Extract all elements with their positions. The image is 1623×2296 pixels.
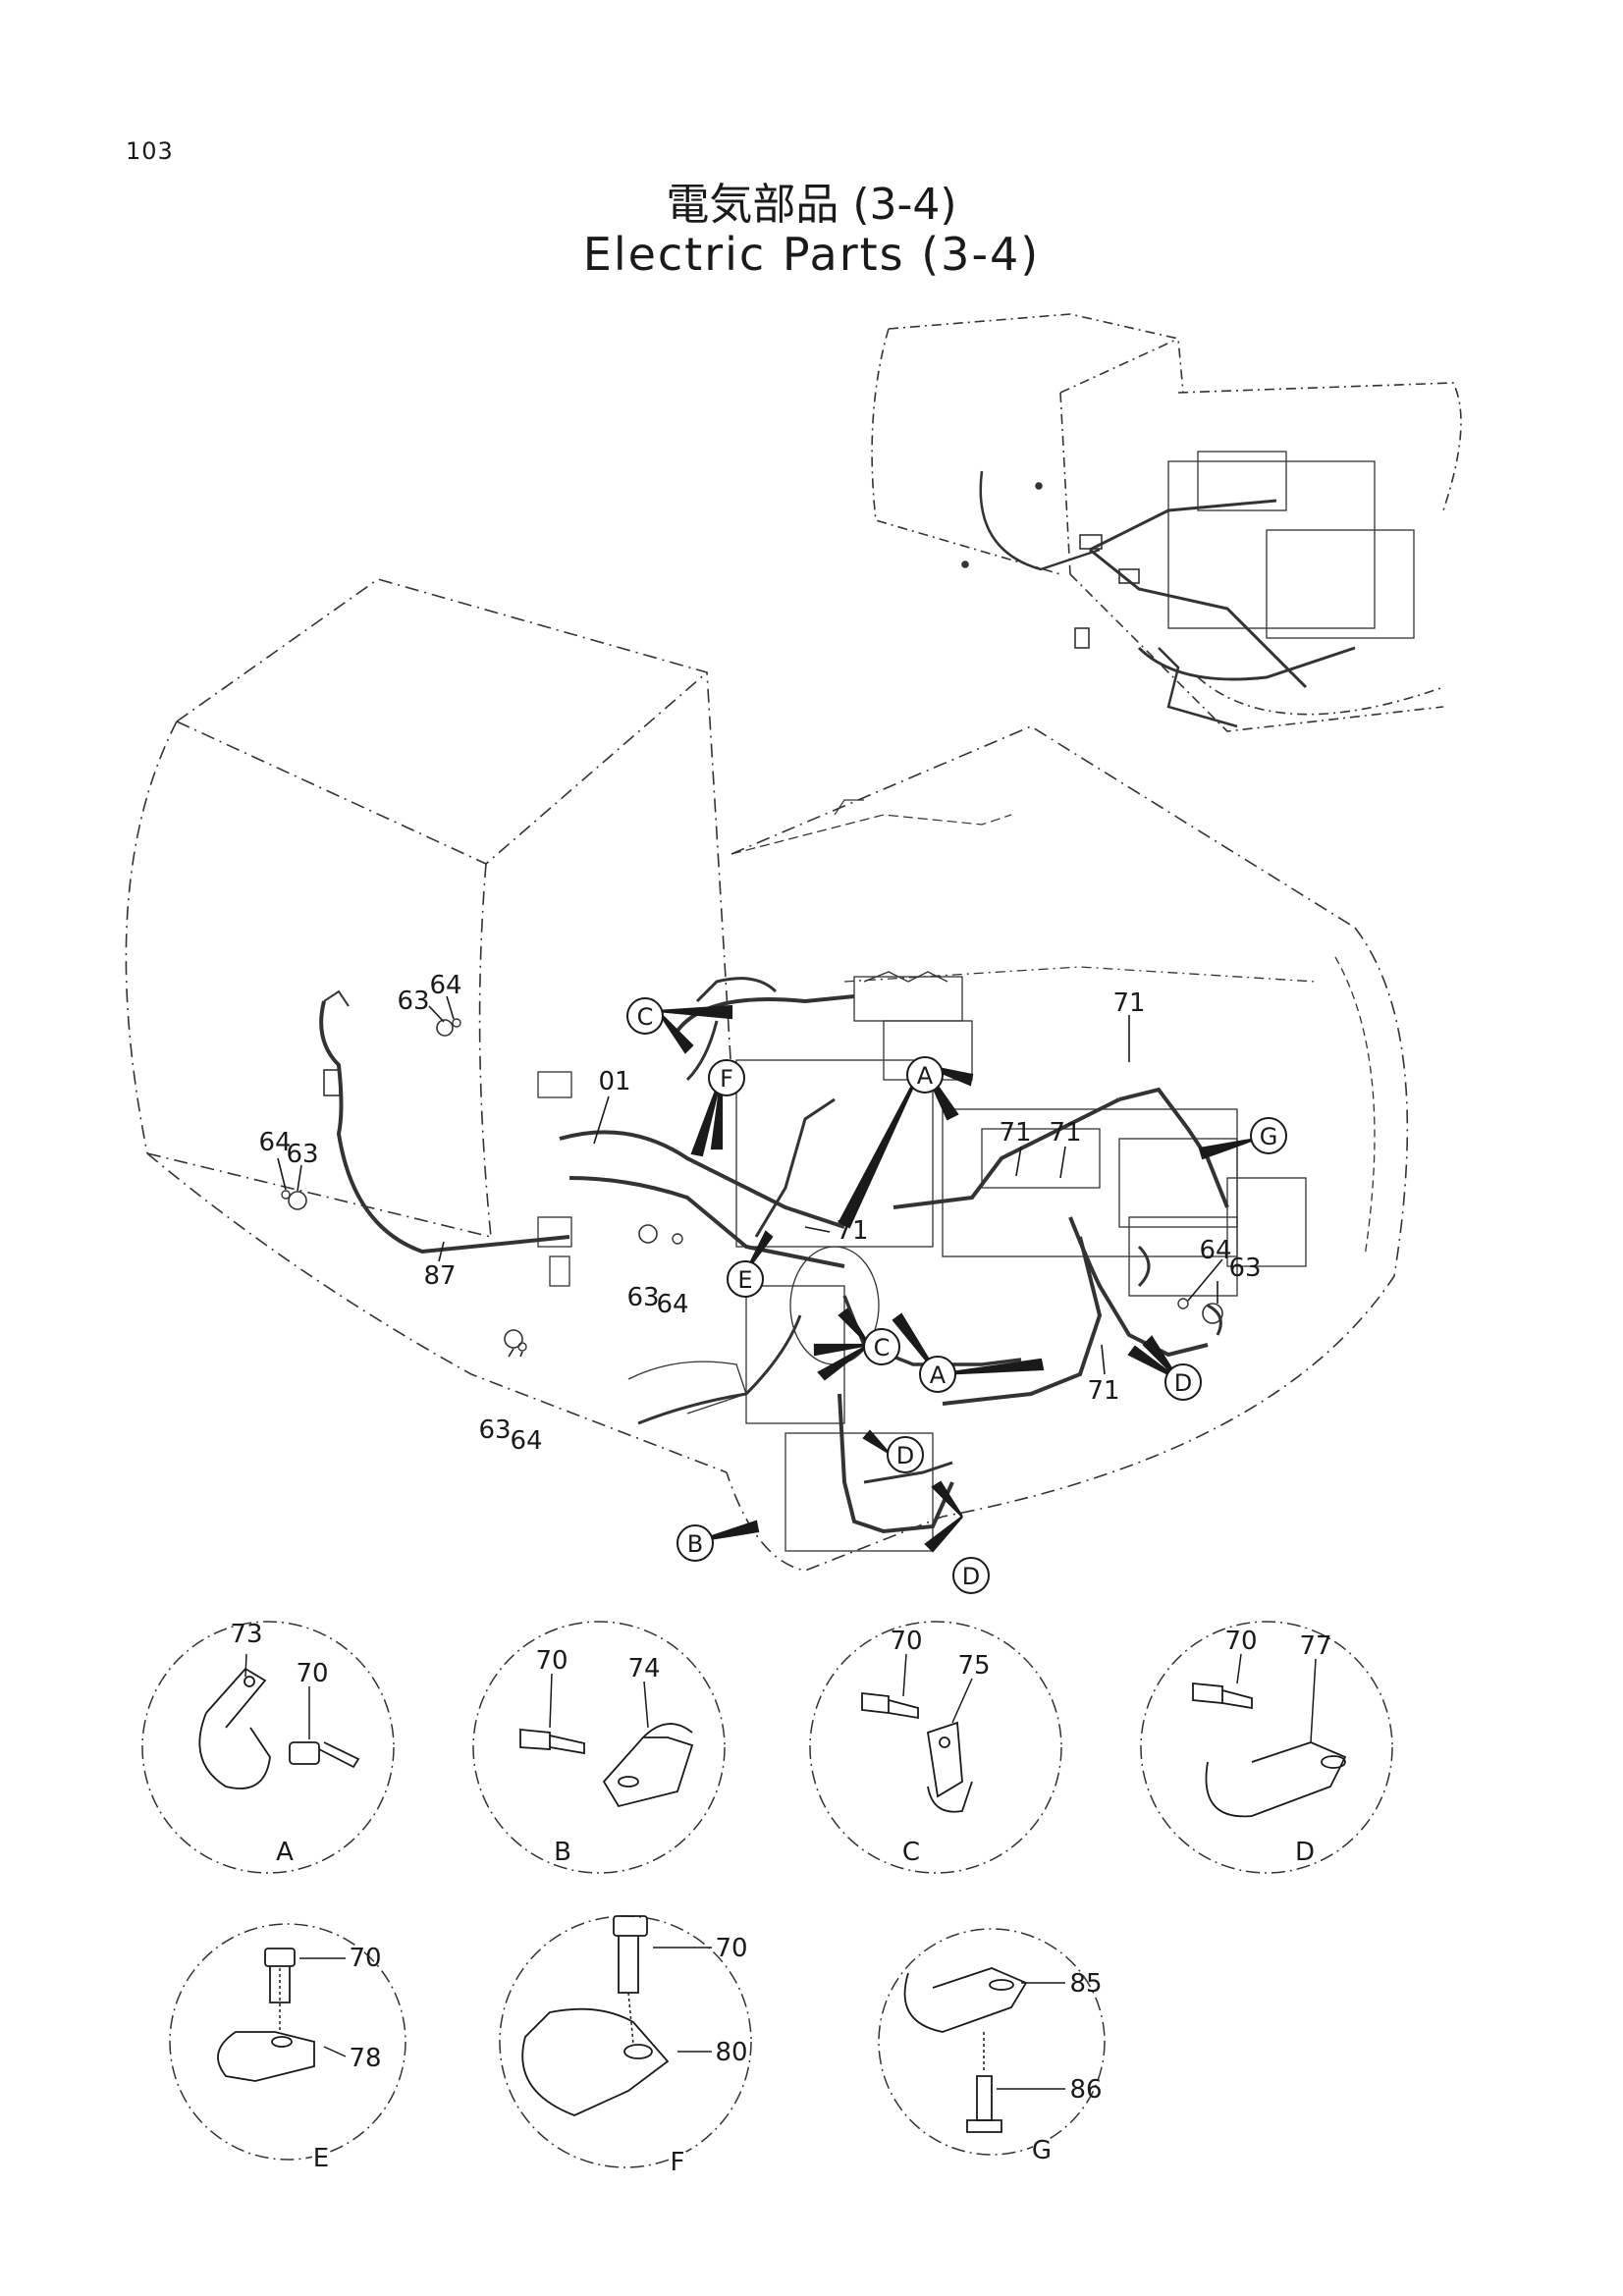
detail-g-part-86: 86: [1069, 2075, 1102, 2105]
detail-label-b: B: [554, 1838, 571, 1867]
detail-label-c: C: [902, 1838, 920, 1867]
callout-letters: C F A G E C A D D B D: [637, 1003, 1278, 1590]
detail-label-g: G: [1032, 2136, 1052, 2165]
part-71: 71: [1049, 1118, 1081, 1148]
detail-c-part-75: 75: [957, 1651, 990, 1681]
part-01: 01: [598, 1067, 630, 1096]
detail-leaders: [244, 1653, 1317, 2090]
part-64: 64: [656, 1290, 688, 1319]
detail-part-numbers: 73 70 70 74 70 75 70 77 70 78 70 80 85 8…: [230, 1620, 1331, 2105]
detail-a-part-73: 73: [230, 1620, 262, 1649]
main-machine-view: [125, 578, 1409, 1572]
callout-f: F: [720, 1065, 733, 1093]
callout-d-middle: D: [896, 1442, 914, 1469]
callout-c-top: C: [637, 1003, 654, 1031]
page-title-japanese: 電気部品 (3-4): [666, 180, 957, 230]
inset-machine-view: [871, 313, 1462, 732]
detail-label-e: E: [313, 2144, 329, 2173]
part-71: 71: [999, 1118, 1031, 1148]
part-63: 63: [478, 1415, 511, 1445]
detail-letters: A B C D E F G: [275, 1838, 1315, 2177]
part-leaders: [277, 995, 1223, 1375]
part-71: 71: [836, 1216, 868, 1246]
part-64: 64: [1199, 1236, 1231, 1265]
part-63: 63: [1228, 1254, 1261, 1283]
part-64: 64: [429, 971, 461, 1000]
callout-d-bottom: D: [962, 1563, 980, 1590]
detail-f-part-80: 80: [715, 2038, 747, 2067]
page-title-english: Electric Parts (3-4): [582, 228, 1041, 281]
part-63: 63: [397, 987, 429, 1016]
part-71: 71: [1112, 988, 1145, 1018]
callout-c-lower: C: [874, 1334, 891, 1362]
leader-lines: [657, 1004, 1258, 1553]
detail-circles: [141, 1621, 1393, 2168]
detail-g-part-85: 85: [1069, 1969, 1102, 1999]
callout-g: G: [1260, 1123, 1278, 1150]
callout-circles: [626, 997, 1287, 1594]
detail-a-part-70: 70: [296, 1659, 328, 1688]
detail-d-part-77: 77: [1299, 1631, 1331, 1661]
detail-f-part-70: 70: [715, 1934, 747, 1963]
part-63: 63: [626, 1283, 659, 1312]
part-number-labels: 63 64 64 63 01 63 64 87 63 64 71 71 71 7…: [258, 971, 1261, 1456]
page-number: 103: [126, 137, 174, 165]
callout-e: E: [737, 1266, 752, 1294]
callout-b: B: [687, 1530, 703, 1558]
part-71: 71: [1087, 1376, 1119, 1406]
part-87: 87: [423, 1261, 456, 1291]
detail-part-drawings: [198, 1667, 1347, 2133]
detail-label-d: D: [1295, 1838, 1315, 1867]
detail-d-part-70: 70: [1224, 1627, 1257, 1656]
detail-label-f: F: [671, 2148, 685, 2177]
part-63: 63: [286, 1140, 318, 1169]
callout-a-top: A: [917, 1062, 934, 1090]
detail-e-part-70: 70: [349, 1944, 381, 1973]
detail-c-part-70: 70: [890, 1627, 922, 1656]
detail-label-a: A: [276, 1838, 294, 1867]
callout-a-lower: A: [930, 1362, 947, 1389]
callout-d-right: D: [1174, 1369, 1192, 1397]
detail-b-part-74: 74: [627, 1654, 660, 1683]
detail-e-part-78: 78: [349, 2044, 381, 2073]
detail-b-part-70: 70: [535, 1646, 568, 1676]
part-64: 64: [510, 1426, 542, 1456]
part-64: 64: [258, 1128, 291, 1157]
